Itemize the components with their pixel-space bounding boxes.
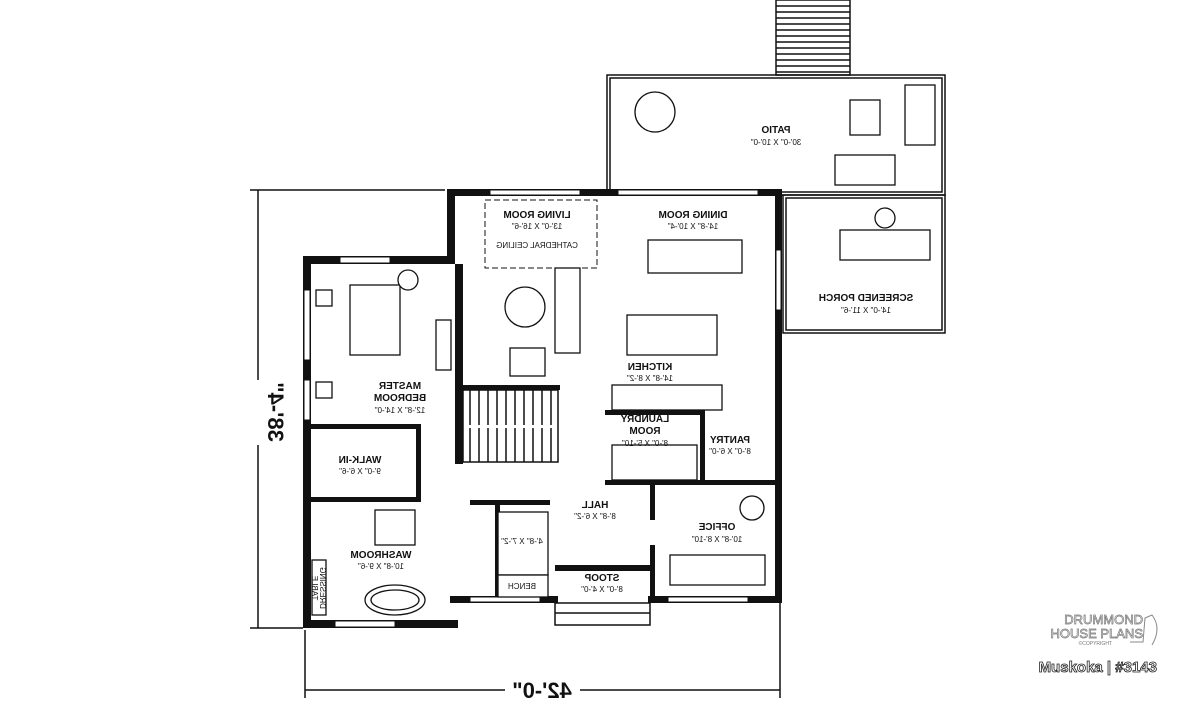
- svg-text:DRUMMOND: DRUMMOND: [1064, 612, 1143, 627]
- svg-text:DINING ROOM: DINING ROOM: [659, 210, 728, 221]
- svg-text:8'-0" X 4'-0": 8'-0" X 4'-0": [581, 585, 623, 594]
- svg-text:10'-8" X 9'-6": 10'-8" X 9'-6": [358, 562, 404, 571]
- svg-text:8'-0" X 5'-10": 8'-0" X 5'-10": [622, 439, 668, 448]
- dressing-table-label: DRESSING TABLE: [310, 567, 327, 609]
- svg-text:WALK-IN: WALK-IN: [339, 455, 382, 466]
- svg-text:14'-8" X 10'-4": 14'-8" X 10'-4": [668, 222, 719, 231]
- svg-text:BEDROOM: BEDROOM: [374, 393, 426, 404]
- dimension-lines: [250, 189, 781, 698]
- svg-text:ROOM: ROOM: [629, 426, 660, 437]
- room-labels: LIVING ROOM 13'-0" X 16'-6" CATHEDRAL CE…: [310, 125, 913, 609]
- svg-text:DRESSING: DRESSING: [318, 567, 327, 609]
- svg-text:MASTER: MASTER: [378, 381, 421, 392]
- laundry-room-label: LAUNDRY ROOM 8'-0" X 5'-10": [620, 414, 669, 448]
- svg-text:CATHEDRAL CEILING: CATHEDRAL CEILING: [496, 241, 578, 250]
- svg-text:PATIO: PATIO: [761, 125, 790, 136]
- svg-text:10'-8" X 8'-10": 10'-8" X 8'-10": [692, 535, 743, 544]
- svg-text:14'-0" X 11'-6": 14'-0" X 11'-6": [841, 306, 891, 315]
- svg-text:30'-0" X 10'-0": 30'-0" X 10'-0": [751, 138, 802, 147]
- width-dimension: 42'-0": [512, 678, 572, 703]
- svg-text:BENCH: BENCH: [508, 582, 536, 591]
- svg-text:14'-8" X 8'-2": 14'-8" X 8'-2": [627, 374, 673, 383]
- pantry-label: PANTRY 8'-0" X 6'-0": [709, 435, 751, 456]
- svg-text:4'-8" X 7'-2": 4'-8" X 7'-2": [501, 537, 543, 546]
- svg-text:©COPYRIGHT: ©COPYRIGHT: [1079, 640, 1112, 647]
- interior-stairs: [462, 389, 559, 463]
- patio-label: PATIO 30'-0" X 10'-0": [751, 125, 802, 147]
- svg-text:13'-0" X 16'-6": 13'-0" X 16'-6": [512, 222, 563, 231]
- furniture: [311, 84, 936, 616]
- hall-label: HALL 8'-8" X 6'-2": [574, 500, 616, 521]
- washroom-label: WASHROOM 10'-8" X 9'-6": [350, 550, 411, 571]
- svg-text:HOUSE PLANS: HOUSE PLANS: [1051, 626, 1144, 641]
- depth-dimension: 38'-4": [263, 382, 288, 442]
- svg-text:KITCHEN: KITCHEN: [628, 362, 672, 373]
- svg-text:9'-0" X 6'-6": 9'-0" X 6'-6": [339, 467, 381, 476]
- svg-text:LIVING ROOM: LIVING ROOM: [503, 210, 570, 221]
- cathedral-ceiling-outline: [484, 199, 598, 269]
- walk-in-label: WALK-IN 9'-0" X 6'-6": [339, 455, 382, 476]
- plan-name: Muskoka | #3143: [1039, 659, 1157, 676]
- patio-stairs: [775, 0, 851, 76]
- stoop-label: STOOP 8'-0" X 4'-0": [581, 573, 623, 594]
- screened-porch-label: SCREENED PORCH 14'-0" X 11'-6": [819, 293, 913, 315]
- svg-text:STOOP: STOOP: [584, 573, 619, 584]
- svg-text:HALL: HALL: [582, 500, 609, 511]
- svg-text:TABLE: TABLE: [310, 576, 319, 601]
- svg-text:8'-8" X 6'-2": 8'-8" X 6'-2": [574, 512, 616, 521]
- svg-text:OFFICE: OFFICE: [698, 522, 735, 533]
- svg-text:LAUNDRY: LAUNDRY: [620, 414, 669, 425]
- master-bedroom-label: MASTER BEDROOM 12'-8" X 14'-0": [374, 381, 426, 415]
- drummond-logo: DRUMMOND HOUSE PLANS ©COPYRIGHT: [1050, 612, 1158, 647]
- svg-text:8'-0" X 6'-0": 8'-0" X 6'-0": [709, 447, 751, 456]
- office-label: OFFICE 10'-8" X 8'-10": [692, 522, 743, 544]
- closet-label: 4'-8" X 7'-2" BENCH: [501, 537, 543, 591]
- svg-text:SCREENED PORCH: SCREENED PORCH: [819, 293, 913, 304]
- windows: [303, 189, 782, 628]
- living-room-label: LIVING ROOM 13'-0" X 16'-6" CATHEDRAL CE…: [496, 210, 578, 250]
- kitchen-label: KITCHEN 14'-8" X 8'-2": [627, 362, 673, 383]
- dining-room-label: DINING ROOM 14'-8" X 10'-4": [659, 210, 728, 231]
- screened-porch-outline: [782, 194, 946, 334]
- svg-text:PANTRY: PANTRY: [710, 435, 750, 446]
- svg-text:WASHROOM: WASHROOM: [350, 550, 411, 561]
- svg-text:12'-8" X 14'-0": 12'-8" X 14'-0": [375, 406, 426, 415]
- entry-steps: [554, 602, 651, 626]
